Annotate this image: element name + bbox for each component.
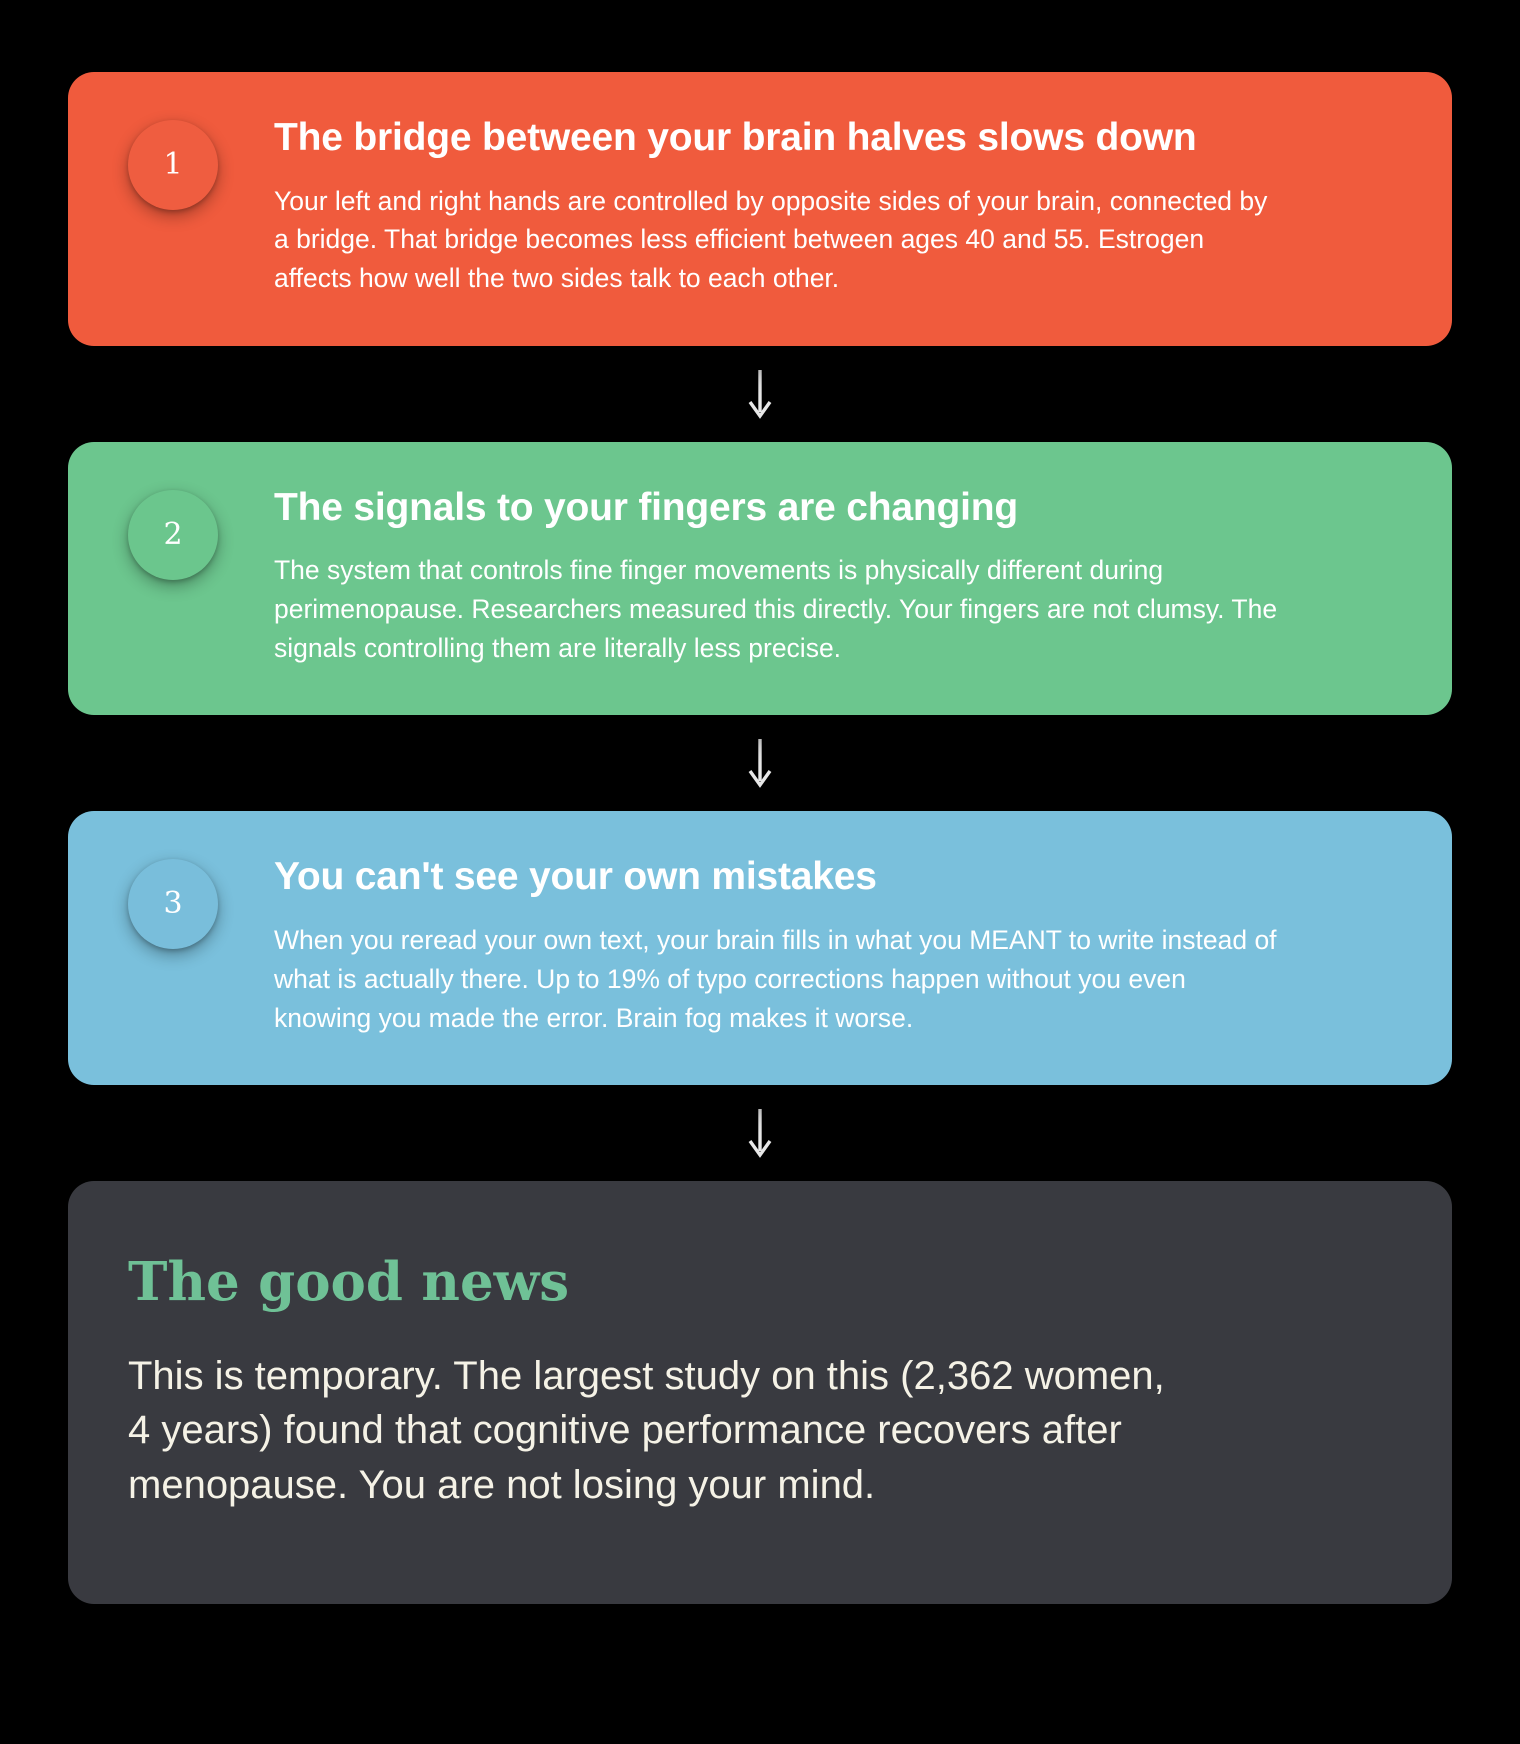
good-news-body: This is temporary. The largest study on … xyxy=(128,1353,1165,1507)
step-card-1: 1 The bridge between your brain halves s… xyxy=(68,72,1452,346)
step-body-1: Your left and right hands are controlled… xyxy=(274,185,1268,294)
step-title-3: You can't see your own mistakes xyxy=(274,855,877,899)
step-card-2: 2 The signals to your fingers are changi… xyxy=(68,441,1452,716)
step-number-3: 3 xyxy=(163,886,183,922)
arrow-down-icon xyxy=(748,739,772,789)
connector-1 xyxy=(68,346,1452,442)
step-title-2: The signals to your fingers are changing xyxy=(274,485,1018,529)
step-number-badge-2: 2 xyxy=(128,489,218,580)
step-body-2: The system that controls fine finger mov… xyxy=(274,555,1278,663)
step-card-3: 3 You can't see your own mistakes When y… xyxy=(68,811,1452,1086)
step-card-2-text: The signals to your fingers are changing… xyxy=(218,486,1396,668)
step-title-1: The bridge between your brain halves slo… xyxy=(274,116,1197,159)
step-number-badge-3: 3 xyxy=(128,859,218,950)
connector-3 xyxy=(68,1085,1452,1181)
step-card-3-content: 3 You can't see your own mistakes When y… xyxy=(124,855,1396,1037)
good-news-card: The good news This is temporary. The lar… xyxy=(68,1181,1452,1605)
arrow-down-icon xyxy=(748,1109,772,1159)
step-card-3-text: You can't see your own mistakes When you… xyxy=(218,855,1396,1037)
step-card-1-text: The bridge between your brain halves slo… xyxy=(218,116,1396,298)
step-number-1: 1 xyxy=(163,147,183,182)
connector-2 xyxy=(68,715,1452,811)
step-body-3: When you reread your own text, your brai… xyxy=(274,925,1277,1033)
step-card-1-content: 1 The bridge between your brain halves s… xyxy=(124,116,1396,298)
step-card-2-content: 2 The signals to your fingers are changi… xyxy=(124,486,1396,668)
good-news-title: The good news xyxy=(128,1251,570,1314)
step-number-2: 2 xyxy=(163,516,183,552)
step-number-badge-1: 1 xyxy=(128,120,218,210)
arrow-down-icon xyxy=(748,369,772,419)
